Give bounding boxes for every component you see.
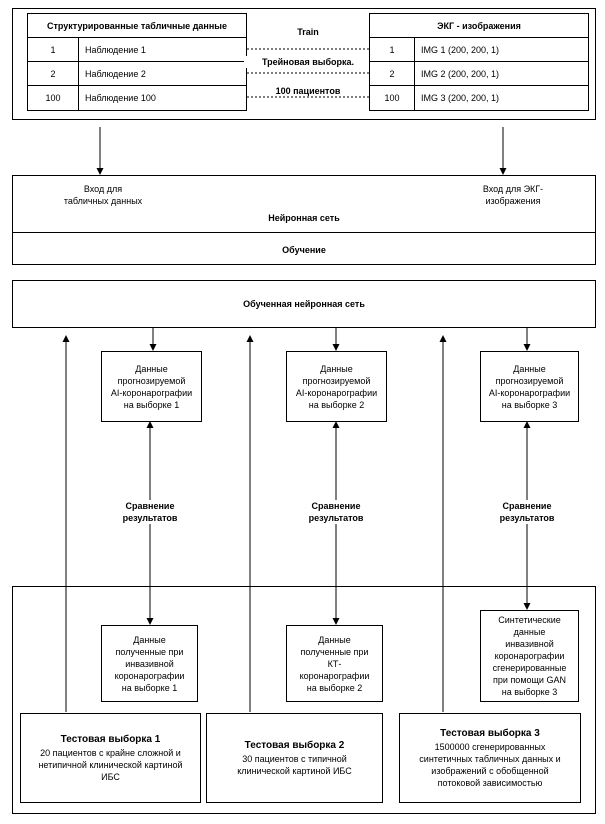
comparison-label-1: Сравнение результатов (100, 500, 200, 524)
tabular-row-num: 100 (45, 93, 61, 103)
tabular-row-num: 2 (28, 62, 78, 86)
test-sample-desc: 30 пациентов с типичной клинической карт… (237, 753, 352, 776)
tabular-row-label: Наблюдение 2 (78, 62, 246, 86)
predicted-text: Данные прогнозируемой AI-коронарографии … (110, 363, 193, 410)
tabular-data-table: Структурированные табличные данные 1 Наб… (27, 13, 247, 111)
ecg-row-label: IMG 1 (200, 200, 1) (414, 38, 588, 62)
ecg-row-num: 100 (384, 93, 400, 103)
test-sample-desc: 1500000 сгенерированных синтетичных табл… (419, 741, 561, 788)
actual-box-1: Данные полученные при инвазивной коронар… (101, 625, 198, 702)
tabular-input-label: Вход для табличных данных (63, 184, 143, 206)
test-sample-3: Тестовая выборка 3 1500000 сгенерированн… (399, 713, 581, 803)
test-sample-2: Тестовая выборка 2 30 пациентов с типичн… (206, 713, 383, 803)
ecg-row-num: 2 (370, 62, 414, 86)
actual-text: Синтетические данные инвазивной коронаро… (492, 615, 567, 697)
ecg-row-label: IMG 3 (200, 200, 1) (414, 86, 588, 110)
test-samples-panel (12, 586, 596, 814)
actual-box-3: Синтетические данные инвазивной коронаро… (480, 610, 579, 702)
test-sample-title: Тестовая выборка 3 (440, 727, 540, 739)
ecg-row-label: IMG 2 (200, 200, 1) (414, 62, 588, 86)
patients-label: 100 пациентов (275, 86, 341, 96)
test-sample-title: Тестовая выборка 1 (60, 733, 161, 745)
train-label: Train (297, 27, 319, 37)
predicted-text: Данные прогнозируемой AI-коронарографии … (488, 363, 571, 410)
training-label: Обучение (282, 245, 326, 255)
training-data-panel (12, 8, 596, 120)
tabular-table-header: Структурированные табличные данные (28, 14, 246, 38)
tabular-row-label: Наблюдение 1 (78, 38, 246, 62)
predicted-box-1: Данные прогнозируемой AI-коронарографии … (101, 351, 202, 422)
train-sample-label: Трейновая выборка. (244, 56, 372, 68)
predicted-box-3: Данные прогнозируемой AI-коронарографии … (480, 351, 579, 422)
neural-network-title: Нейронная сеть (268, 213, 340, 223)
network-divider (13, 232, 595, 233)
actual-text: Данные полученные при КТ- коронарографии… (299, 634, 370, 693)
test-sample-1: Тестовая выборка 1 20 пациентов с крайне… (20, 713, 201, 803)
ecg-table-header: ЭКГ - изображения (370, 14, 588, 38)
predicted-text: Данные прогнозируемой AI-коронарографии … (295, 363, 378, 410)
ecg-images-table: ЭКГ - изображения 1 IMG 1 (200, 200, 1) … (369, 13, 589, 111)
ecg-row-num: 1 (370, 38, 414, 62)
tabular-row-label: Наблюдение 100 (78, 86, 246, 110)
comparison-label-3: Сравнение результатов (477, 500, 577, 524)
tabular-row-num: 1 (28, 38, 78, 62)
actual-text: Данные полученные при инвазивной коронар… (114, 634, 185, 693)
test-sample-title: Тестовая выборка 2 (244, 739, 345, 751)
actual-box-2: Данные полученные при КТ- коронарографии… (286, 625, 383, 702)
neural-network-block: Вход для табличных данных Вход для ЭКГ- … (12, 175, 596, 265)
predicted-box-2: Данные прогнозируемой AI-коронарографии … (286, 351, 387, 422)
test-sample-desc: 20 пациентов с крайне сложной и нетипичн… (38, 747, 183, 782)
trained-network-block: Обученная нейронная сеть (12, 280, 596, 328)
trained-network-title: Обученная нейронная сеть (243, 299, 365, 309)
ecg-input-label: Вход для ЭКГ- изображения (482, 184, 544, 206)
comparison-label-2: Сравнение результатов (286, 500, 386, 524)
